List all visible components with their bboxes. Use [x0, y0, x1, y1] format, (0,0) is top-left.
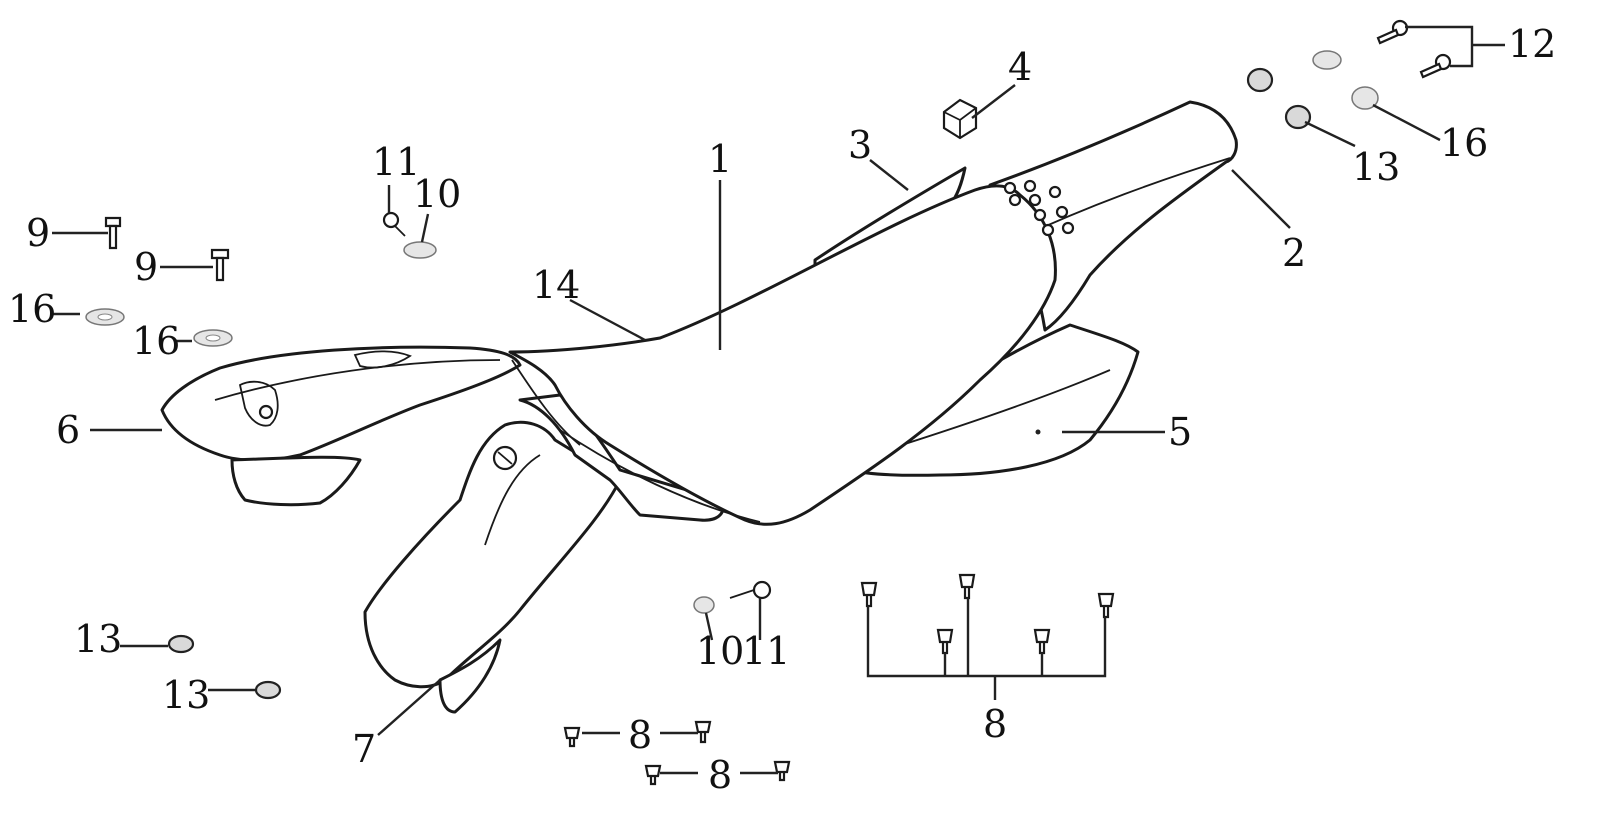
callout-9-b: 9: [134, 245, 158, 289]
bolt-9-b: [210, 248, 230, 282]
callout-12: 12: [1508, 22, 1556, 66]
bolt-11-bottom: [729, 580, 772, 600]
callout-11-b: 11: [742, 629, 790, 673]
callout-9-a: 9: [26, 211, 50, 255]
callout-2: 2: [1282, 231, 1306, 275]
screws-8-right: [860, 573, 1115, 655]
callout-8-b: 8: [708, 753, 732, 797]
screws-8-bottom: [563, 720, 791, 786]
part-6-front-cover: [160, 345, 725, 522]
washer-10-top: [403, 241, 437, 259]
callout-8-a: 8: [628, 713, 652, 757]
part-7-side-cover: [363, 420, 622, 714]
callout-1: 1: [708, 137, 732, 181]
callout-16-a: 16: [8, 287, 56, 331]
washer-10-bottom: [693, 596, 715, 614]
nut-13-c: [1284, 104, 1312, 130]
callout-3: 3: [848, 123, 872, 167]
callout-14: 14: [532, 263, 580, 307]
callout-16-c: 16: [1440, 121, 1488, 165]
callout-11-a: 11: [372, 140, 420, 184]
washer-top-right-a: [1312, 50, 1342, 70]
callout-8-c: 8: [983, 702, 1007, 746]
callout-5: 5: [1168, 410, 1192, 454]
callout-4: 4: [1008, 45, 1032, 89]
bolt-11-top: [382, 211, 406, 237]
washer-16-c: [1351, 86, 1379, 110]
bolt-9-a: [104, 216, 122, 250]
nut-13-a: [167, 634, 195, 654]
bolts-12: [1376, 19, 1452, 79]
nut-top-right: [1246, 67, 1274, 93]
callout-16-b: 16: [132, 319, 180, 363]
rear-cover-holes: [1003, 179, 1075, 237]
callout-13-b: 13: [162, 673, 210, 717]
callout-10-b: 10: [696, 629, 744, 673]
callout-6: 6: [56, 408, 80, 452]
nut-13-b: [254, 680, 282, 700]
callout-numbers: 1 2 3 4 5 6 7 8 8 8 9 9 10 10 11 11 12 1…: [8, 22, 1556, 797]
part-1-seat: [508, 184, 1057, 526]
callout-10-a: 10: [413, 172, 461, 216]
part-4-block: [942, 98, 978, 140]
leader-lines: [52, 25, 1505, 775]
callout-13-c: 13: [1352, 145, 1400, 189]
callout-7: 7: [352, 727, 376, 771]
callout-13-a: 13: [74, 617, 122, 661]
